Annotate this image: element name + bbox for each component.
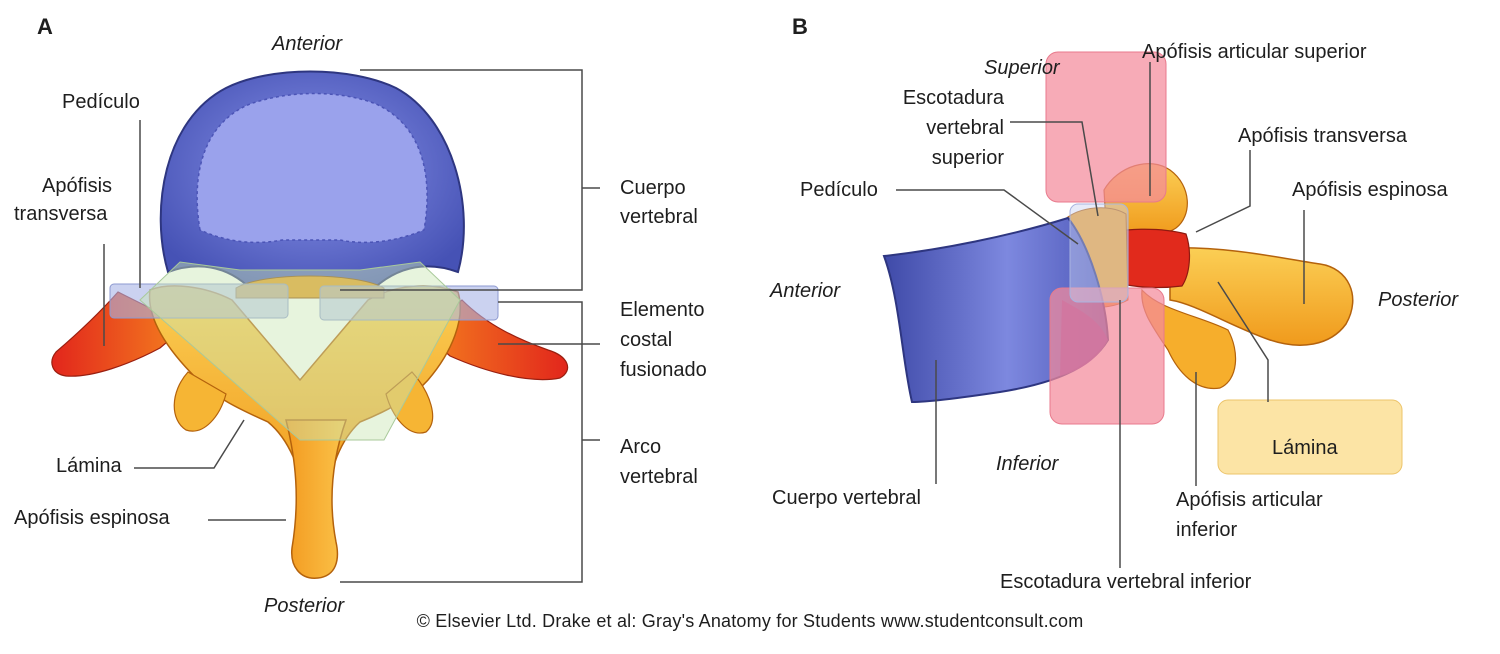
- highlight-arch-green: [139, 261, 461, 441]
- label-a-elemento-1: Elemento: [620, 299, 705, 321]
- label-a-apofisis-transversa-2: transversa: [14, 203, 108, 225]
- label-b-escotadura-inferior: Escotadura vertebral inferior: [1000, 571, 1252, 593]
- highlight-pedicle-b: [1069, 203, 1129, 303]
- label-a-elemento-3: fusionado: [620, 359, 707, 381]
- label-b-superior: Superior: [984, 57, 1060, 79]
- articular-process-right: [385, 371, 434, 434]
- highlight-inferior-notch: [1049, 287, 1165, 425]
- label-b-escotadura-sup-1: Escotadura: [902, 87, 1004, 109]
- label-a-arco-2: vertebral: [620, 466, 698, 488]
- label-b-escotadura-sup-2: vertebral: [926, 117, 1004, 139]
- label-a-arco-1: Arco: [620, 436, 662, 458]
- label-b-lamina: Lámina: [1272, 437, 1338, 459]
- label-b-articular-inferior-2: inferior: [1176, 519, 1238, 541]
- label-b-articular-superior: Apófisis articular superior: [1142, 41, 1367, 63]
- label-a-posterior: Posterior: [264, 595, 345, 617]
- highlight-lamina: [1217, 399, 1403, 475]
- label-a-lamina: Lámina: [56, 455, 122, 477]
- label-b-cuerpo: Cuerpo vertebral: [772, 487, 921, 509]
- label-b-posterior: Posterior: [1378, 289, 1459, 311]
- label-a-apofisis-transversa-1: Apófisis: [42, 175, 113, 197]
- articular-process-left: [173, 371, 227, 432]
- panel-a-leader-lines: [103, 69, 600, 583]
- label-b-espinosa: Apófisis espinosa: [1292, 179, 1448, 201]
- label-b-transversa: Apófisis transversa: [1238, 125, 1407, 147]
- label-a-anterior: Anterior: [272, 33, 343, 55]
- copyright-credit: © Elsevier Ltd. Drake et al: Gray's Anat…: [416, 611, 1084, 631]
- label-a-cuerpo-2: vertebral: [620, 206, 698, 228]
- label-a-elemento-2: costal: [620, 329, 673, 351]
- highlight-superior-notch: [1045, 51, 1167, 203]
- panel-b-illustration: [882, 51, 1403, 475]
- label-a-pediculo: Pedículo: [62, 91, 140, 113]
- label-b-pediculo: Pedículo: [800, 179, 878, 201]
- label-b-escotadura-sup-3: superior: [931, 147, 1004, 169]
- spinous-process-a: [285, 419, 348, 579]
- highlight-pedicle-left: [109, 283, 289, 319]
- label-a-cuerpo-1: Cuerpo: [620, 177, 686, 199]
- vertebral-body-cancellous: [196, 92, 428, 244]
- label-b-articular-inferior-1: Apófisis articular: [1176, 489, 1323, 511]
- label-a-apofisis-espinosa: Apófisis espinosa: [14, 507, 170, 529]
- label-b-anterior: Anterior: [770, 280, 841, 302]
- panel-letter-b: B: [792, 14, 808, 39]
- label-b-inferior: Inferior: [996, 453, 1059, 475]
- panel-b-leader-lines: [896, 62, 1305, 568]
- panel-letter-a: A: [37, 14, 53, 39]
- spinous-process-b: [1169, 247, 1354, 346]
- panel-a-illustration: [51, 70, 569, 579]
